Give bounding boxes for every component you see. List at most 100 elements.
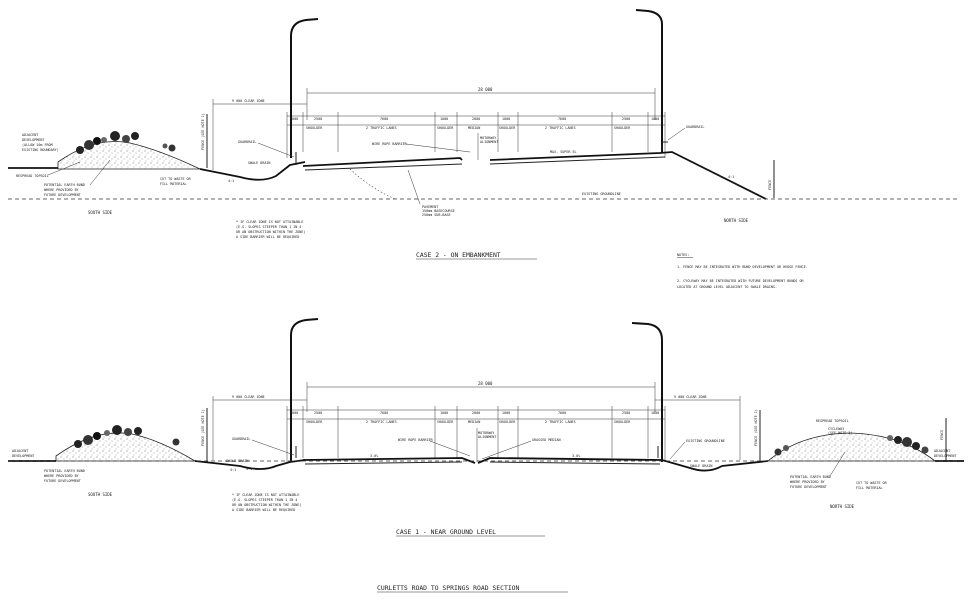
- case2-earth-bund-1: POTENTIAL EARTH BUND: [44, 183, 85, 187]
- case1-cycleway-2: (SEE NOTE 2): [828, 431, 853, 435]
- case1-adjacent-dev-left-2: DEVELOPMENT: [12, 454, 34, 458]
- case1-lane-1-name: 2 TRAFFIC LANES: [366, 420, 397, 424]
- notes-heading: NOTES:: [677, 253, 689, 257]
- case2-motorway-alignment-2: ALIGNMENT: [480, 140, 498, 144]
- case1-cz-note-1: * IF CLEAR ZONE IS NOT ATTAINABLE: [232, 493, 299, 497]
- case1-slope-left: 4:1: [246, 467, 252, 471]
- case2-lane-3-width: 2000: [472, 117, 480, 121]
- case1-fence-note-right: FENCE (SEE NOTE 1): [754, 409, 758, 446]
- case2-lane-2-width: 1000: [440, 117, 448, 121]
- case2-caption: CASE 2 - ON EMBANKMENT: [416, 251, 501, 259]
- case1-lane-0-width: 2500: [314, 411, 322, 415]
- case1-clear-zone-dimensions: 9 000 CLEAR ZONE 9 000 CLEAR ZONE: [212, 395, 741, 460]
- case2-existing-groundline: EXISTING GROUNDLINE: [582, 192, 621, 196]
- case2-fence-left: FENCE (SEE NOTE 1): [201, 113, 208, 168]
- case1-labels: ADJACENT DEVELOPMENT ADJACENT DEVELOPMEN…: [12, 419, 956, 512]
- case2-labels: ADJACENT DEVELOPMENT (ALLOW 10m FROM EXI…: [16, 125, 749, 239]
- case1-grassed-median: GRASSED MEDIAN: [532, 438, 561, 442]
- case2-respread-topsoil: RESPREAD TOPSOIL: [16, 174, 49, 178]
- case2-slope-left: 4:1: [228, 179, 234, 183]
- case1-cz-note-2: (E.G. SLOPES STEEPER THAN 1 IN 4: [232, 498, 297, 502]
- case2-adjacent-dev-1: ADJACENT: [22, 133, 38, 137]
- case1-lane-3-width: 2000: [472, 411, 480, 415]
- case2-lane-5-name: 2 TRAFFIC LANES: [545, 126, 576, 130]
- case1-lane-2-width: 1000: [440, 411, 448, 415]
- case1-profile: [8, 446, 964, 472]
- case1-caption: CASE 1 - NEAR GROUND LEVEL: [396, 528, 496, 536]
- case1-barrier-left-width: 1000: [290, 411, 298, 415]
- case1-earth-bund-right-1: POTENTIAL EARTH BUND: [790, 475, 831, 479]
- case2-adjacent-dev-4: EXISTING BOUNDARY): [22, 148, 59, 152]
- case2-south-bund: [57, 131, 201, 170]
- case2-cz-note-1: * IF CLEAR ZONE IS NOT ATTAINABLE: [236, 220, 303, 224]
- case2-adjacent-dev-3: (ALLOW 10m FROM: [22, 143, 53, 147]
- case1-respread-topsoil: RESPREAD TOPSOIL: [816, 419, 849, 423]
- notes-block: NOTES: 1. FENCE MAY BE INTEGRATED WITH B…: [677, 253, 808, 289]
- case2-fence-right: FENCE: [768, 160, 775, 198]
- case1-lane-2-name: SHOULDER: [437, 420, 454, 424]
- case2-cut-to-waste-1: CUT TO WASTE OR: [160, 177, 192, 181]
- case1-fence-far-right: FENCE: [940, 430, 944, 440]
- case1-light-pole-right: [631, 322, 663, 462]
- notes-item-2: 2. CYCLEWAY MAY BE INTEGRATED WITH FUTUR…: [677, 279, 805, 283]
- case2-overall-dimension: 28 000: [306, 87, 656, 120]
- case1-clear-zone-right: 9 000 CLEAR ZONE: [674, 395, 707, 399]
- notes-item-3: LOCATED AT GROUND LEVEL ADJACENT TO SWAL…: [677, 285, 777, 289]
- case1-lane-6-name: SHOULDER: [614, 420, 631, 424]
- case2-light-pole-left: [290, 18, 319, 158]
- case1-wire-rope: WIRE ROPE BARRIER: [398, 438, 434, 442]
- case1-light-pole-left: [290, 318, 319, 462]
- case1-adjacent-dev-right-2: DEVELOPMENT: [934, 454, 956, 458]
- case2-barrier-right-width: 1000: [651, 117, 659, 121]
- case1-slope-left-2: 4:1: [230, 468, 236, 472]
- case2-pavement-2: 150mm BASECOURSE: [422, 209, 455, 213]
- case1-cz-note-4: A SIDE BARRIER WILL BE REQUIRED: [232, 508, 295, 512]
- case1-swale-drain-right: SWALE DRAIN: [690, 464, 712, 468]
- case2-slope-right: 4:1: [728, 175, 734, 179]
- case2-lane-6-width: 2500: [622, 117, 630, 121]
- case2-fence-note-label: FENCE (SEE NOTE 1): [201, 113, 205, 150]
- case1-lane-4-width: 1000: [502, 411, 510, 415]
- case1-overall-dimension: 28 000: [306, 381, 656, 412]
- case1-lane-3-name: MEDIAN: [468, 420, 480, 424]
- case2-cut-to-waste-2: FILL MATERIAL: [160, 182, 187, 186]
- case2-wire-rope: WIRE ROPE BARRIER: [372, 142, 408, 146]
- case2-earth-bund-3: FUTURE DEVELOPMENT: [44, 193, 81, 197]
- case1-motorway-alignment-1: MOTORWAY: [478, 431, 494, 435]
- case1-lane-1-width: 7600: [380, 411, 388, 415]
- case1-fence-right: FENCE (SEE NOTE 1) FENCE: [754, 409, 947, 462]
- notes-item-1: 1. FENCE MAY BE INTEGRATED WITH BUND DEV…: [677, 265, 808, 269]
- case1-swale-drain-left: SWALE DRAIN: [226, 459, 248, 463]
- case2-adjacent-dev-2: DEVELOPMENT: [22, 138, 44, 142]
- case1-existing-groundline: EXISTING GROUNDLINE: [686, 439, 725, 443]
- case2-motorway-alignment-1: MOTORWAY: [480, 136, 496, 140]
- case1-crossfall-right: 3.0%: [572, 454, 580, 458]
- case1-adjacent-dev-right-1: ADJACENT: [934, 449, 950, 453]
- case1-adjacent-dev-left-1: ADJACENT: [12, 449, 28, 453]
- case1-overall-width: 28 000: [478, 381, 493, 386]
- case1-crossfall-left: 3.0%: [370, 454, 378, 458]
- case2-fence-label: FENCE: [768, 180, 772, 190]
- case2-swale-drain: SWALE DRAIN: [248, 161, 270, 165]
- case2-barrier-left-width: 1000: [290, 117, 298, 121]
- case1-lane-4-name: SHOULDER: [499, 420, 516, 424]
- case2-lane-4-width: 1000: [502, 117, 510, 121]
- case2-lane-4-name: SHOULDER: [499, 126, 516, 130]
- case2-pavement-3: 250mm SUB-BASE: [422, 213, 451, 217]
- case2-lane-1-width: 7600: [380, 117, 388, 121]
- case2-light-pole-right: [635, 9, 663, 152]
- case2-clear-zone-label: 9 000 CLEAR ZONE: [232, 99, 265, 103]
- case1-cycleway-1: CYCLEWAY: [828, 427, 844, 431]
- case1-lane-5-name: 2 TRAFFIC LANES: [545, 420, 576, 424]
- case1-lane-0-name: SHOULDER: [306, 420, 323, 424]
- case2-clear-zone-dimension: 9 000 CLEAR ZONE: [212, 99, 307, 170]
- case1-clear-zone-left: 9 000 CLEAR ZONE: [232, 395, 265, 399]
- case2-lane-1-name: 2 TRAFFIC LANES: [366, 126, 397, 130]
- case2-lane-2-name: SHOULDER: [437, 126, 454, 130]
- case2-guardrail-right: GUARDRAIL: [686, 125, 704, 129]
- case1-motorway-alignment-2: ALIGNMENT: [478, 435, 496, 439]
- case-1-section: 28 000 9 000 CLEAR ZONE 9 000 CLEAR ZONE…: [8, 318, 964, 537]
- case2-pavement-1: PAVEMENT: [422, 205, 438, 209]
- case2-lane-0-name: SHOULDER: [306, 126, 323, 130]
- case1-earth-bund-right-2: WHERE PROVIDED BY: [790, 480, 825, 484]
